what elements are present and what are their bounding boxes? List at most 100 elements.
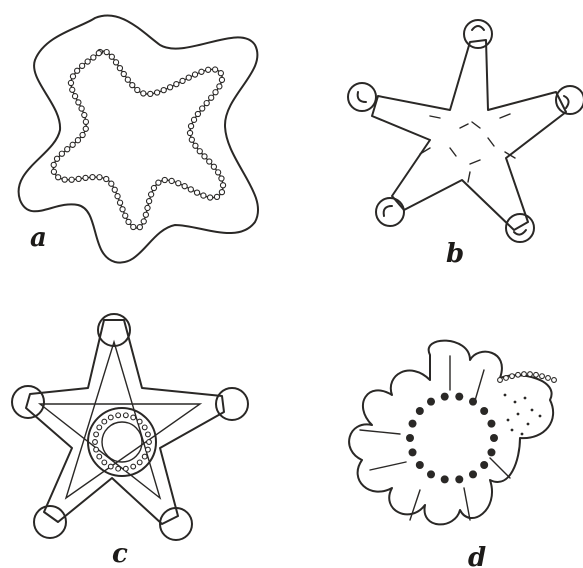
pore-dot — [75, 68, 80, 73]
pore-dot — [188, 124, 193, 129]
pore-dot — [85, 59, 90, 64]
stipple-dot — [507, 419, 510, 422]
bead-dot — [409, 420, 417, 428]
pore-dot — [109, 181, 114, 186]
bead-dot — [108, 415, 113, 420]
pore-dot — [202, 154, 207, 159]
bead-dot — [406, 434, 414, 442]
pore-dot — [104, 49, 109, 54]
pore-dot — [68, 80, 73, 85]
pore-dot — [220, 183, 225, 188]
bead-dot — [441, 475, 449, 483]
stipple-dot — [534, 372, 539, 377]
pore-dot — [120, 207, 125, 212]
pore-dot — [195, 111, 200, 116]
bead-dot — [427, 470, 435, 478]
pore-dot — [137, 225, 142, 230]
pore-dot — [65, 147, 70, 152]
pore-dot — [209, 95, 214, 100]
pore-dot — [109, 54, 114, 59]
pore-dot — [80, 63, 85, 68]
pore-dot — [135, 87, 140, 92]
pore-dot — [79, 106, 84, 111]
pore-dot — [83, 126, 88, 131]
stipple-dot — [504, 394, 507, 397]
pore-dot — [182, 184, 187, 189]
pore-dot — [219, 190, 224, 195]
bead-dot — [480, 407, 488, 415]
pore-dot — [96, 51, 101, 56]
bead-dot — [137, 460, 142, 465]
stipple-dot — [516, 372, 521, 377]
pore-dot — [76, 176, 81, 181]
bead-dot — [116, 466, 121, 471]
bead-dot — [142, 425, 147, 430]
bead-dot — [487, 420, 495, 428]
pore-dot — [187, 130, 192, 135]
pore-dot — [218, 71, 223, 76]
bead-dot — [93, 440, 98, 445]
pore-dot — [216, 170, 221, 175]
bead-dot — [147, 440, 152, 445]
figure-d: d — [349, 341, 556, 568]
figure-b-star-outline — [372, 40, 566, 230]
figure-b-tip-knob-bottom-left — [376, 198, 404, 226]
figure-b-center-markings — [420, 114, 515, 182]
bead-dot — [490, 434, 498, 442]
pore-dot — [70, 142, 75, 147]
pore-dot — [70, 74, 75, 79]
stipple-dot — [539, 415, 542, 418]
bead-dot — [94, 447, 99, 452]
pore-dot — [82, 112, 87, 117]
figure-b: b — [348, 20, 583, 269]
bead-dot — [131, 415, 136, 420]
figure-b-tip-knob-top — [464, 20, 492, 48]
pore-dot — [217, 84, 222, 89]
pore-dot — [117, 66, 122, 71]
pore-dot — [207, 159, 212, 164]
pore-dot — [149, 192, 154, 197]
bead-dot — [123, 413, 128, 418]
bead-dot — [146, 447, 151, 452]
pore-dot — [186, 75, 191, 80]
pore-dot — [91, 55, 96, 60]
pore-dot — [141, 91, 146, 96]
stipple-dot — [522, 372, 527, 377]
bead-dot — [416, 461, 424, 469]
pore-dot — [180, 78, 185, 83]
pore-dot — [213, 67, 218, 72]
stipple-dot — [504, 376, 509, 381]
pore-dot — [123, 213, 128, 218]
pore-dot — [59, 151, 64, 156]
bead-dot — [469, 398, 477, 406]
stipple-dot — [524, 397, 527, 400]
bead-dot — [480, 461, 488, 469]
pore-dot — [115, 194, 120, 199]
figure-c-tip-knob-bottom-left — [34, 506, 66, 538]
bead-dot — [97, 425, 102, 430]
figure-c-central-ring — [102, 422, 142, 462]
pore-dot — [80, 132, 85, 137]
pore-dot — [131, 224, 136, 229]
pore-dot — [169, 178, 174, 183]
pore-dot — [70, 87, 75, 92]
pore-dot — [113, 60, 118, 65]
figure-d-bead-ring — [406, 393, 498, 484]
pore-dot — [62, 177, 67, 182]
pore-dot — [83, 119, 88, 124]
stipple-dot — [521, 433, 524, 436]
pore-dot — [125, 77, 130, 82]
bead-dot — [102, 419, 107, 424]
figure-a-pore-ring — [51, 49, 226, 229]
figure-c-inner-pentagram — [40, 342, 200, 498]
figure-d-radial-lines — [360, 356, 510, 520]
stipple-dot — [528, 372, 533, 377]
pore-dot — [121, 71, 126, 76]
pore-dot — [211, 164, 216, 169]
stipple-dot — [517, 413, 520, 416]
pore-dot — [151, 185, 156, 190]
bead-dot — [146, 432, 151, 437]
stipple-dot — [511, 429, 514, 432]
figure-b-tip-knob-bottom-right — [506, 214, 534, 242]
pore-dot — [174, 82, 179, 87]
